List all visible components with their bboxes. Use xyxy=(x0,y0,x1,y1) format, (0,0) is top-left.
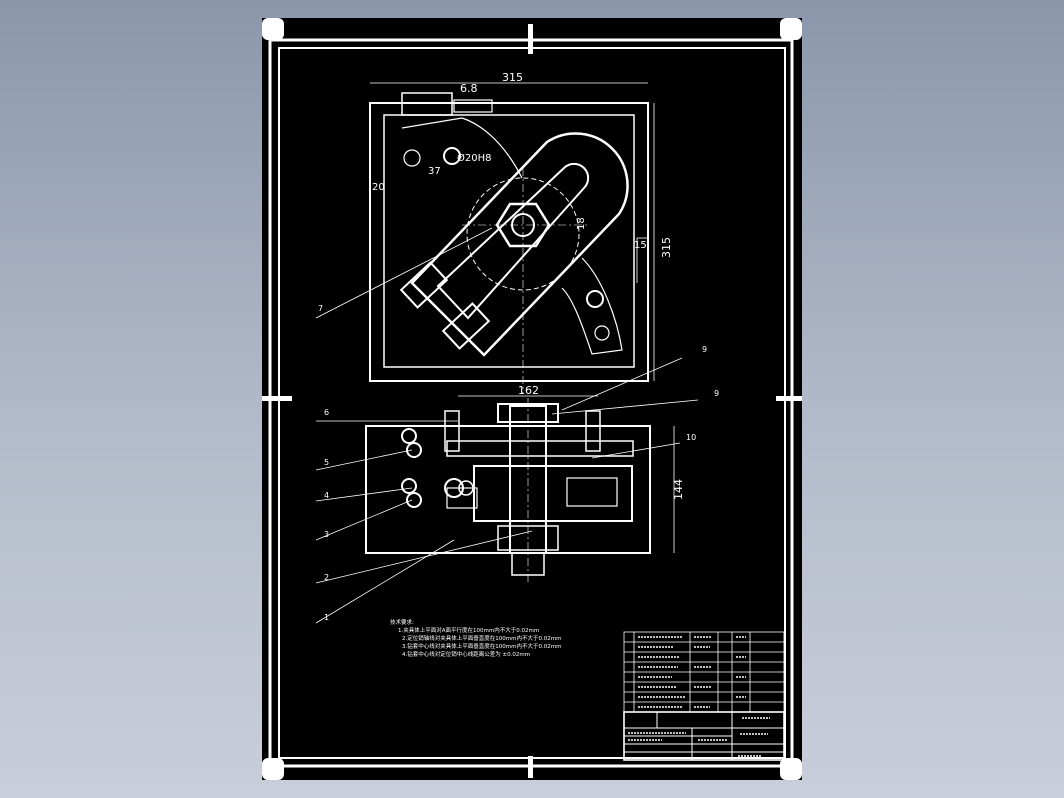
top-view xyxy=(369,82,655,393)
drawing-sheet: 315 6.8 Ø20H8 37 20 18 15 315 xyxy=(262,18,802,780)
part-labels: 9 9 10 7 6 5 4 3 2 1 xyxy=(318,304,719,622)
pin-lobe-1 xyxy=(401,428,417,444)
top-plate xyxy=(446,440,634,457)
top-view-dimensions: 315 6.8 Ø20H8 37 20 18 15 315 xyxy=(372,71,673,258)
dim-15: 15 xyxy=(634,240,647,251)
bushing-right xyxy=(585,410,601,452)
part-label-2: 2 xyxy=(324,573,329,582)
fixture-body xyxy=(365,425,651,554)
dim-144: 144 xyxy=(672,479,685,500)
base-plate-inner xyxy=(383,114,635,368)
note-line: 3.钻套中心线对夹具体上平面垂直度在100mm内不大于0.02mm xyxy=(402,642,561,650)
part-label-1: 1 xyxy=(324,613,329,622)
right-guide xyxy=(566,477,618,507)
pin-hole-b xyxy=(586,290,604,308)
dim-20: 20 xyxy=(372,182,385,193)
front-view xyxy=(315,227,699,624)
title-block-scribbles xyxy=(628,717,770,757)
pin-lobe-5 xyxy=(444,478,464,498)
pin-hole-a xyxy=(443,147,461,165)
dim-width: 315 xyxy=(502,71,523,84)
title-block xyxy=(623,711,785,761)
sheet-paper xyxy=(262,18,802,780)
pin-hole-d xyxy=(403,149,421,167)
bushing-left xyxy=(444,410,460,452)
parts-list-scribbles xyxy=(638,636,746,708)
dim-6-8: 6.8 xyxy=(460,82,478,95)
part-label-9b: 9 xyxy=(714,389,719,398)
dim-height: 315 xyxy=(660,237,673,258)
front-view-dimensions: 162 144 xyxy=(518,384,685,500)
swing-arm-slot xyxy=(436,162,590,320)
side-bracket xyxy=(401,117,623,355)
part-label-5: 5 xyxy=(324,458,329,467)
pin-hole-c xyxy=(594,325,610,341)
note-line: 4.钻套中心线对定位销中心线距离公差为 ±0.02mm xyxy=(402,650,530,658)
top-screw xyxy=(401,92,453,116)
pin-lobe-4 xyxy=(406,492,422,508)
part-label-4: 4 xyxy=(324,491,329,500)
locating-circle xyxy=(466,177,580,291)
jaw-right xyxy=(441,302,491,350)
dim-20-h8: Ø20H8 xyxy=(457,152,491,164)
center-block xyxy=(473,465,633,522)
note-line: 2.定位销轴线对夹具体上平面垂直度在100mm内不大于0.02mm xyxy=(402,634,561,642)
notes-heading: 技术要求: xyxy=(390,618,414,626)
swing-arm xyxy=(410,132,629,357)
part-label-7: 7 xyxy=(318,304,323,313)
part-label-6: 6 xyxy=(324,408,329,417)
base-plate-outline xyxy=(369,102,649,382)
dim-162: 162 xyxy=(518,384,539,397)
parts-list xyxy=(623,631,785,713)
dim-18: 18 xyxy=(576,217,587,230)
corner-markers xyxy=(262,18,802,780)
dim-37: 37 xyxy=(428,166,441,177)
part-label-9a: 9 xyxy=(702,345,707,354)
part-label-3: 3 xyxy=(324,530,329,539)
jaw-left xyxy=(399,261,449,309)
pin-lobe-2 xyxy=(406,442,422,458)
pin-lobe-3 xyxy=(401,478,417,494)
technical-notes: 技术要求: 1.夹具体上平面对A面平行度在100mm内不大于0.02mm 2.定… xyxy=(390,618,561,658)
part-label-10: 10 xyxy=(686,433,696,442)
top-screw-head xyxy=(453,99,493,113)
pin-lobe-6 xyxy=(458,480,474,496)
note-line: 1.夹具体上平面对A面平行度在100mm内不大于0.02mm xyxy=(398,626,539,634)
